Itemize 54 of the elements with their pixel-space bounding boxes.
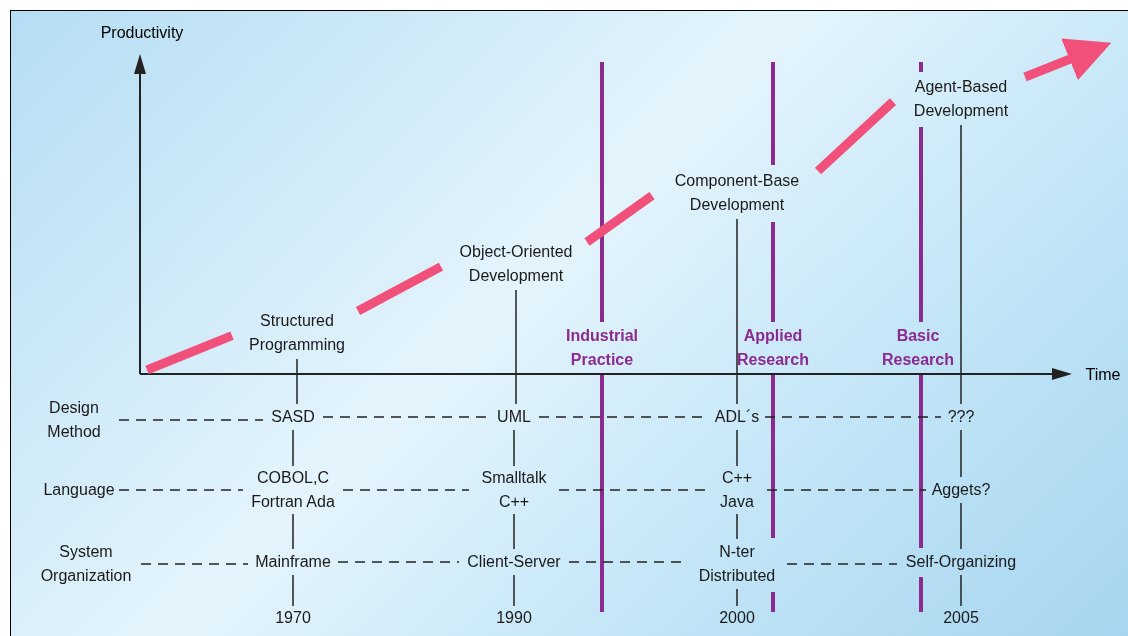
timeline-label: System Organization xyxy=(31,540,141,588)
timeline-label: ??? xyxy=(941,404,981,430)
connector-line xyxy=(292,513,294,550)
phase-label: Basic Research xyxy=(880,326,955,370)
connector-line xyxy=(118,489,244,491)
timeline-label: ADL´s xyxy=(709,404,765,430)
connector-line xyxy=(786,563,898,565)
timeline-label: COBOL,C Fortran Ada xyxy=(243,466,343,514)
timeline-label: Design Method xyxy=(29,396,119,444)
connector-line xyxy=(766,489,927,491)
timeline-label: 2005 xyxy=(936,606,986,630)
connector-line xyxy=(292,574,294,607)
timeline-label: Agent-Based Development xyxy=(893,73,1029,125)
timeline-label: 1990 xyxy=(489,606,539,630)
timeline-label: C++ Java xyxy=(707,466,767,514)
connector-line xyxy=(960,574,962,607)
connector-line xyxy=(736,218,738,405)
connector-line xyxy=(960,429,962,478)
connector-line xyxy=(118,419,264,421)
trend-arrow xyxy=(1023,38,1112,82)
timeline-label: Mainframe xyxy=(248,549,338,575)
connector-line xyxy=(513,429,515,467)
timeline-label: Aggets? xyxy=(926,477,996,503)
connector-line xyxy=(960,502,962,550)
connector-line xyxy=(342,489,470,491)
timeline-label: Language xyxy=(39,477,119,503)
phase-label: Applied Research xyxy=(735,326,810,370)
timeline-label: UML xyxy=(489,404,539,430)
connector-line xyxy=(736,513,738,540)
timeline-label: Structured Programming xyxy=(232,307,362,359)
connector-line xyxy=(558,489,708,491)
connector-line xyxy=(513,574,515,607)
timeline-label: Client-Server xyxy=(459,549,569,575)
timeline-label: Self-Organizing xyxy=(897,549,1025,575)
timeline-label: 1970 xyxy=(268,606,318,630)
phase-label: Industrial Practice xyxy=(565,326,639,370)
connector-line xyxy=(960,124,962,405)
connector-line xyxy=(736,429,738,467)
connector-line xyxy=(764,416,942,418)
axis-label: Productivity xyxy=(99,23,185,43)
timeline-label: SASD xyxy=(263,404,323,430)
connector-line xyxy=(296,358,298,405)
connector-line xyxy=(140,563,249,565)
connector-line xyxy=(736,588,738,607)
connector-line xyxy=(292,429,294,467)
timeline-label: Object-Oriented Development xyxy=(441,238,591,290)
connector-line xyxy=(337,561,460,563)
timeline-label: 2000 xyxy=(712,606,762,630)
connector-line xyxy=(513,513,515,550)
axis-label: Time xyxy=(1084,365,1122,385)
connector-line xyxy=(515,289,517,405)
timeline-label: N-ter Distributed xyxy=(687,539,787,589)
timeline-label: Component-Base Development xyxy=(652,167,822,219)
timeline-label: Smalltalk C++ xyxy=(469,466,559,514)
